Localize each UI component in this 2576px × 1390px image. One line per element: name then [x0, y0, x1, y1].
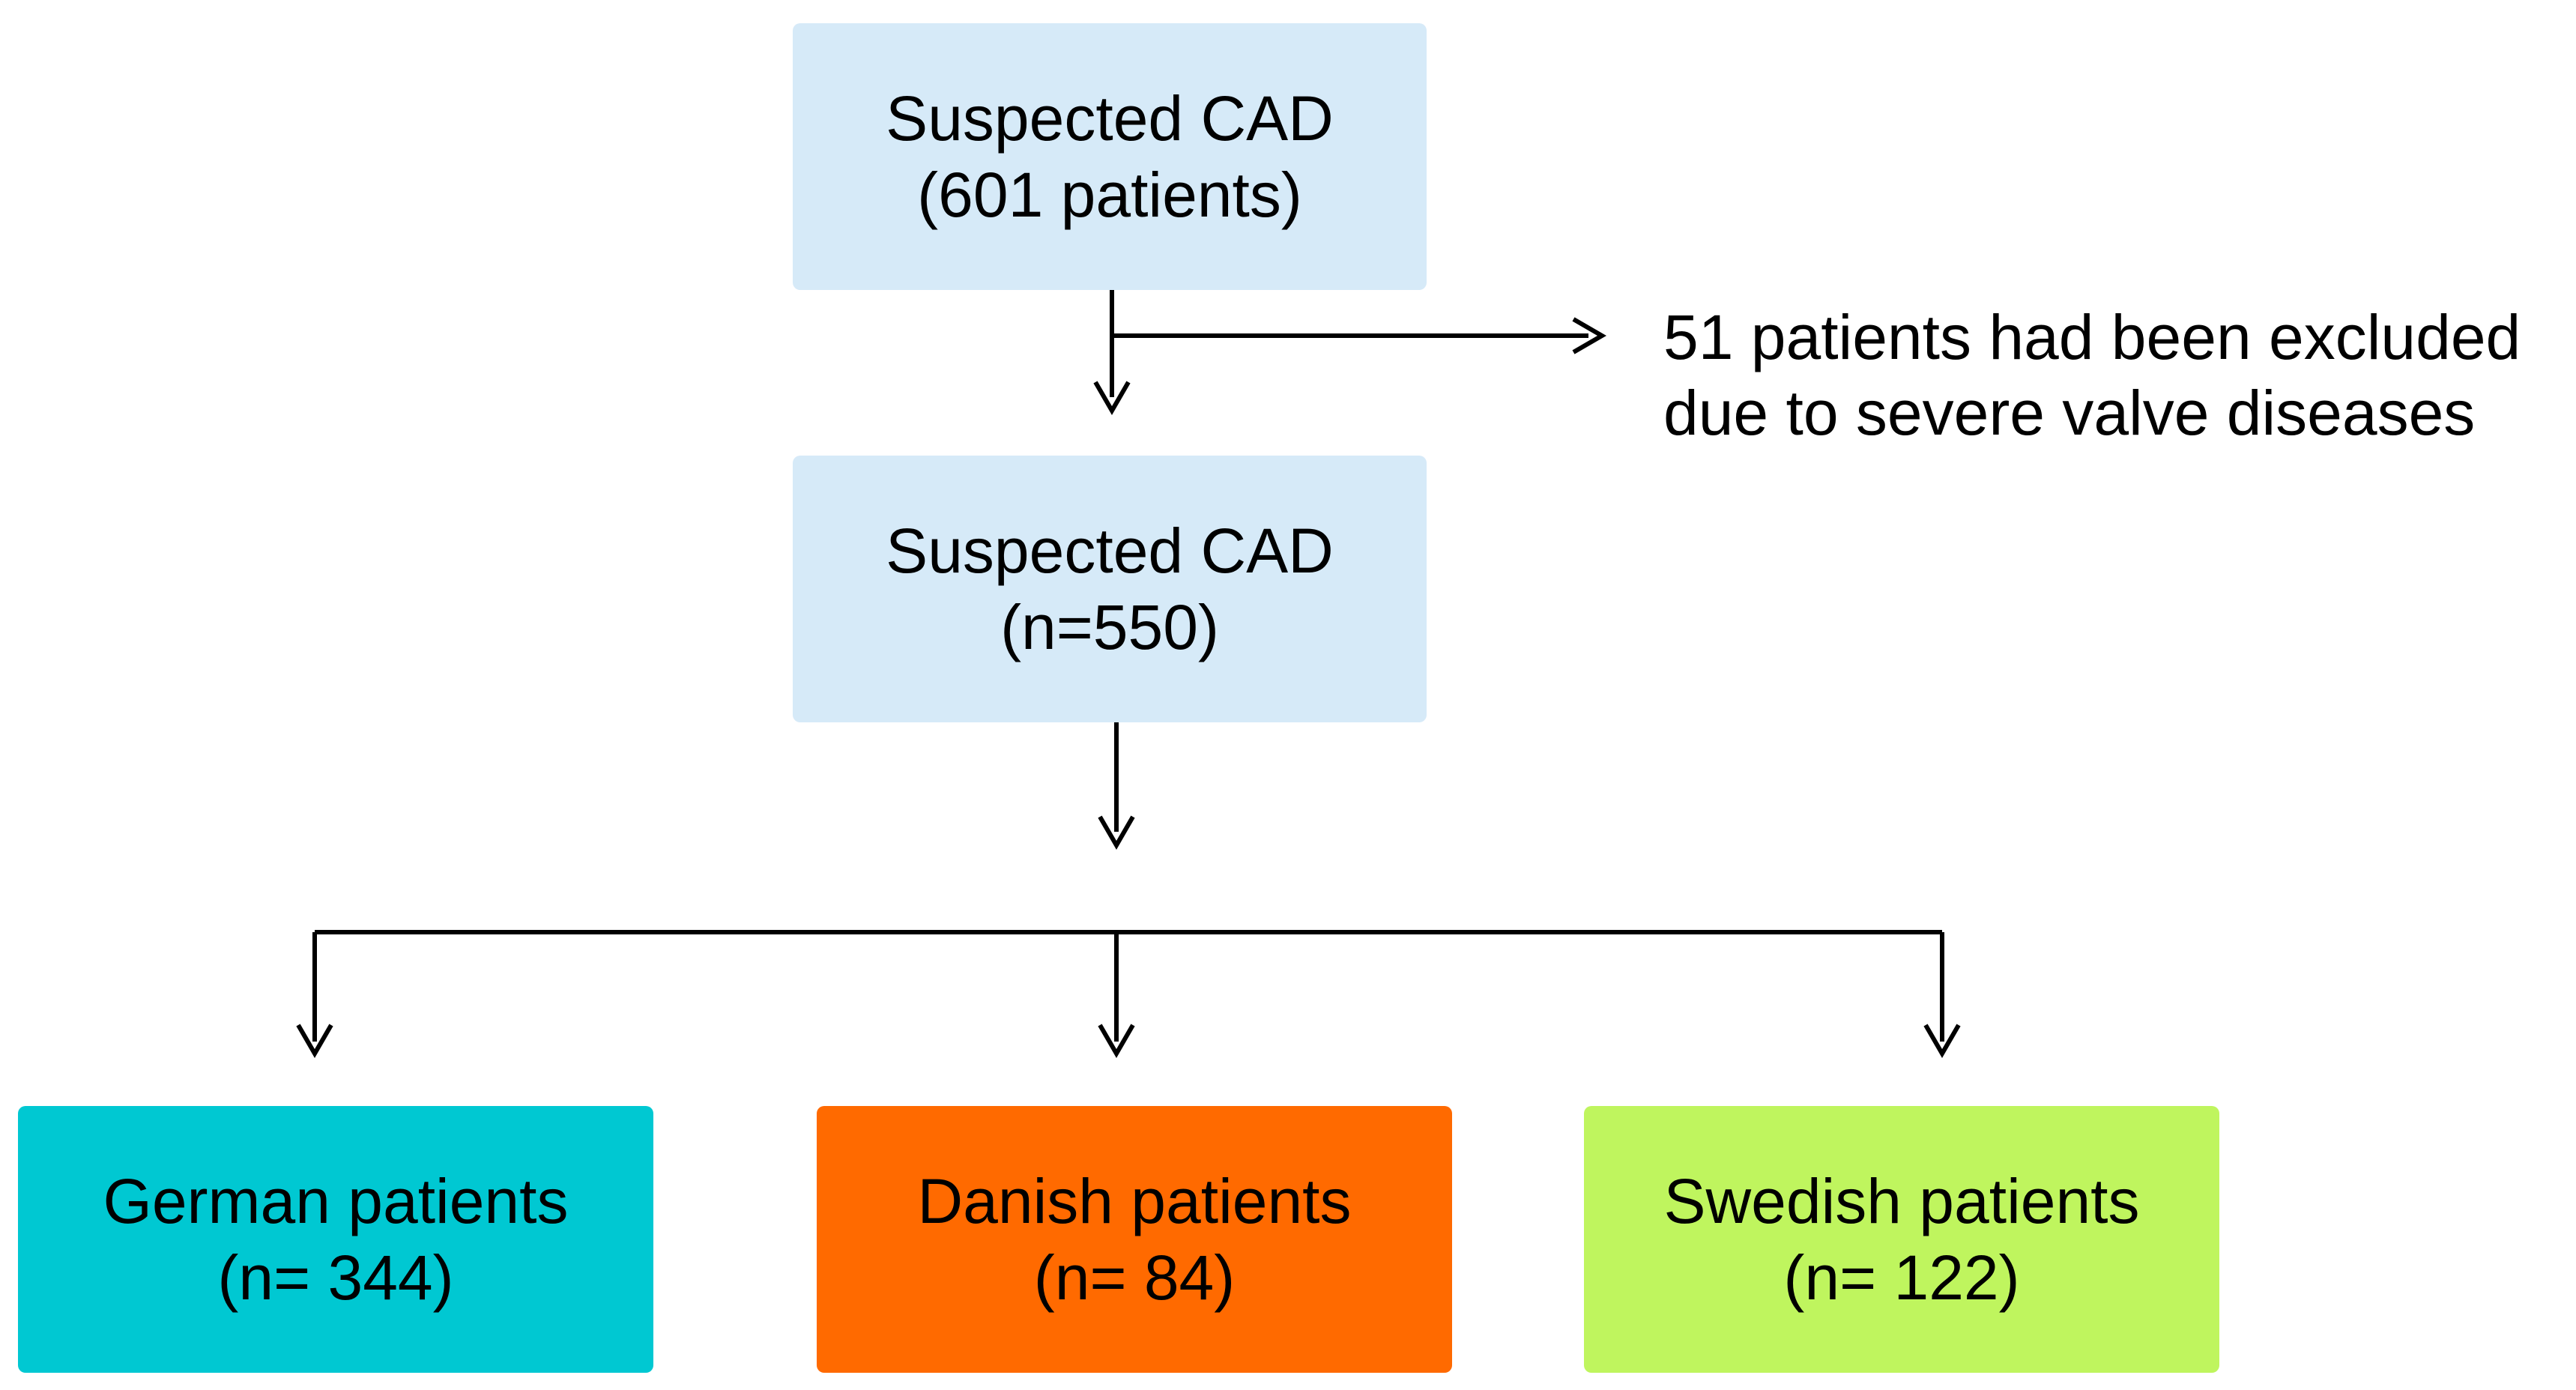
arrowhead-top-to-mid: [1093, 381, 1131, 415]
arrowhead-danish: [1098, 1024, 1135, 1058]
node-danish-patients: Danish patients (n= 84): [817, 1106, 1452, 1373]
exclusion-line-2: due to severe valve diseases: [1663, 377, 2476, 448]
arrowhead-swedish: [1923, 1024, 1961, 1058]
node-title: Swedish patients: [1663, 1165, 2140, 1236]
node-title: Suspected CAD: [886, 82, 1334, 154]
node-count: (n= 84): [1033, 1242, 1236, 1313]
node-title: German patients: [103, 1165, 569, 1236]
node-count: (601 patients): [917, 160, 1302, 230]
node-title: Danish patients: [917, 1165, 1352, 1236]
node-count: (n= 122): [1783, 1242, 2020, 1313]
node-suspected-cad-initial: Suspected CAD (601 patients): [793, 23, 1427, 290]
arrowhead-mid-down: [1098, 815, 1135, 850]
exclusion-line-1: 51 patients had been excluded: [1663, 302, 2521, 372]
node-german-patients: German patients (n= 344): [18, 1106, 653, 1373]
arrowhead-german: [296, 1024, 333, 1058]
exclusion-note: 51 patients had been excluded due to sev…: [1663, 300, 2521, 451]
node-swedish-patients: Swedish patients (n= 122): [1584, 1106, 2219, 1373]
arrowhead-exclusion: [1572, 317, 1606, 354]
node-title: Suspected CAD: [886, 515, 1334, 586]
node-count: (n= 344): [217, 1242, 454, 1313]
node-suspected-cad-included: Suspected CAD (n=550): [793, 456, 1427, 722]
node-count: (n=550): [1000, 592, 1219, 662]
